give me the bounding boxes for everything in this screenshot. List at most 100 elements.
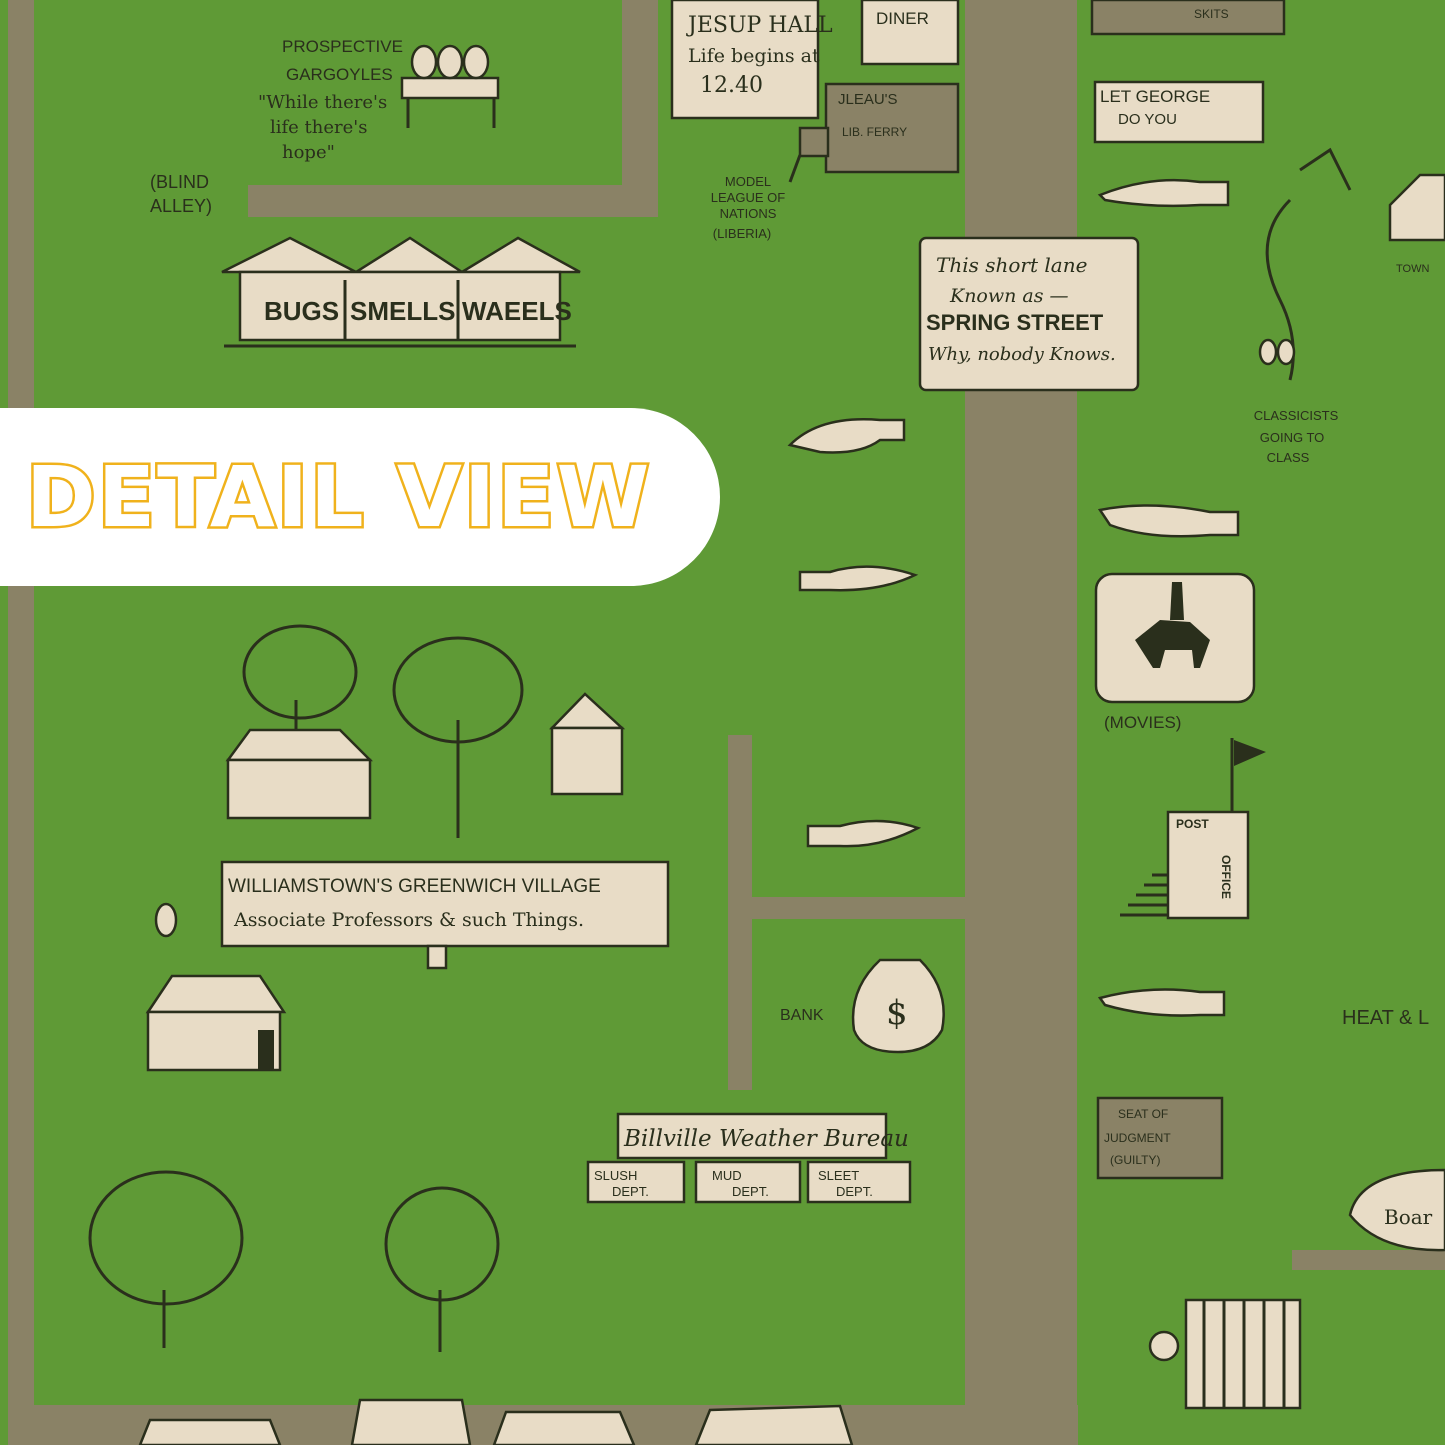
classicists-group: CLASSICISTS GOING TO CLASS xyxy=(1254,147,1352,465)
sleet-dept-line-2: DEPT. xyxy=(836,1184,873,1199)
jesup-hall-line-3: 12.40 xyxy=(700,73,763,98)
bank-label: BANK xyxy=(780,1007,824,1024)
movies-label: (MOVIES) xyxy=(1104,713,1181,732)
model-league-line-1: MODEL xyxy=(725,174,771,189)
alley-vertical xyxy=(622,0,658,215)
shop-smells: SMELLS xyxy=(350,296,455,326)
main-street xyxy=(965,0,1077,1445)
classicists-line-1: CLASSICISTS xyxy=(1254,408,1339,423)
post-office-line-1: POST xyxy=(1176,817,1209,831)
blind-alley-line-2: ALLEY) xyxy=(150,196,212,216)
house-icon xyxy=(225,728,374,820)
side-lane-horizontal xyxy=(728,897,968,919)
jesup-hall: JESUP HALL Life begins at 12.40 xyxy=(670,0,833,120)
cars-row xyxy=(138,1398,854,1445)
town-label: TOWN xyxy=(1396,263,1429,275)
shop-bugs: BUGS xyxy=(264,296,339,326)
right-edge-road xyxy=(1292,1250,1445,1270)
gargoyles-line-4: life there's xyxy=(270,117,367,138)
spring-street-line-2: Known as — xyxy=(949,285,1069,307)
shops-row: BUGS SMELLS WAEELS xyxy=(221,236,581,348)
town-building: TOWN xyxy=(1388,173,1445,275)
gargoyles-group: PROSPECTIVE GARGOYLES "While there's lif… xyxy=(258,37,500,163)
detail-view-label: DETAIL VIEW xyxy=(23,446,652,549)
classicists-line-3: CLASS xyxy=(1267,450,1310,465)
tree-icon-4 xyxy=(384,1186,500,1302)
tree-icon-3 xyxy=(88,1170,244,1306)
skits-building: SKITS xyxy=(1090,0,1286,36)
greenwich-line-2: Associate Professors & such Things. xyxy=(233,909,584,931)
tree-icon xyxy=(242,624,358,720)
judgment-line-3: (GUILTY) xyxy=(1110,1153,1160,1167)
gargoyles-line-1: PROSPECTIVE xyxy=(282,37,403,56)
hand-5 xyxy=(1097,178,1230,208)
model-league: MODEL LEAGUE OF NATIONS (LIBERIA) xyxy=(711,154,802,241)
jesup-hall-title: JESUP HALL xyxy=(686,13,833,38)
gargoyles-figures xyxy=(400,44,500,128)
skits-label: SKITS xyxy=(1194,7,1229,21)
diner-label: DINER xyxy=(876,9,929,28)
board-building: Boar xyxy=(1348,1168,1445,1252)
jleaus: JLEAU'S LIB. FERRY xyxy=(798,82,960,174)
board-label: Boar xyxy=(1384,1205,1433,1229)
gargoyles-line-3: "While there's xyxy=(258,92,387,113)
greenwich-line-1: WILLIAMSTOWN'S GREENWICH VILLAGE xyxy=(228,876,601,897)
jail xyxy=(1148,1298,1302,1410)
spring-street-line-4: Why, nobody Knows. xyxy=(928,344,1116,365)
car-icon-4 xyxy=(694,1404,854,1445)
sleet-dept-line-1: SLEET xyxy=(818,1168,859,1183)
left-road xyxy=(8,0,34,1445)
spring-street-sign: This short lane Known as — SPRING STREET… xyxy=(918,236,1140,392)
shop-wheels: WAEELS xyxy=(462,296,572,326)
judgment-line-1: SEAT OF xyxy=(1118,1107,1168,1121)
hand-6 xyxy=(1097,988,1226,1017)
judgment-line-2: JUDGMENT xyxy=(1104,1131,1171,1145)
jleaus-line-2: LIB. FERRY xyxy=(842,125,907,139)
detail-view-badge: DETAIL VIEW xyxy=(0,408,720,586)
movies: (MOVIES) xyxy=(1094,572,1256,732)
flag-icon xyxy=(1234,740,1266,766)
model-league-line-3: NATIONS xyxy=(720,206,777,221)
gargoyles-line-5: hope" xyxy=(282,142,335,163)
car-icon-1 xyxy=(138,1418,282,1445)
jesup-hall-line-2: Life begins at xyxy=(688,45,820,67)
blind-alley-line-1: (BLIND xyxy=(150,172,209,192)
tall-house-icon xyxy=(549,692,626,796)
car-icon-3 xyxy=(492,1410,636,1445)
post-office: POST OFFICE xyxy=(1120,738,1266,920)
slush-dept-line-2: DEPT. xyxy=(612,1184,649,1199)
dollar-sign: $ xyxy=(886,993,908,1033)
hand-3 xyxy=(798,565,919,592)
money-bag-icon xyxy=(851,958,945,1054)
classicists-line-2: GOING TO xyxy=(1260,430,1325,445)
spring-street-line-1: This short lane xyxy=(936,253,1087,277)
horse-rider-icon xyxy=(1135,582,1210,668)
bank: $ BANK xyxy=(780,958,945,1054)
seat-of-judgment: SEAT OF JUDGMENT (GUILTY) xyxy=(1096,1096,1224,1180)
hand-4 xyxy=(806,819,922,848)
blind-alley-road xyxy=(248,185,658,217)
hands xyxy=(787,178,1240,1017)
mud-dept-line-1: MUD xyxy=(712,1168,742,1183)
let-george-sign: LET GEORGE DO YOU xyxy=(1093,80,1265,144)
spring-street-line-3: SPRING STREET xyxy=(926,310,1104,335)
slush-dept-line-1: SLUSH xyxy=(594,1168,637,1183)
weather-bureau: Billville Weather Bureau SLUSH DEPT. MUD… xyxy=(586,1112,912,1204)
hand-1 xyxy=(787,418,906,454)
bottom-trees xyxy=(88,1170,500,1352)
hand-2 xyxy=(1097,504,1240,538)
model-league-line-2: LEAGUE OF xyxy=(711,190,785,205)
diner: DINER xyxy=(860,0,960,66)
let-george-line-1: LET GEORGE xyxy=(1100,87,1210,106)
post-office-line-2: OFFICE xyxy=(1219,855,1233,899)
gargoyles-line-2: GARGOYLES xyxy=(286,65,393,84)
village-scenery xyxy=(225,624,626,838)
let-george-line-2: DO YOU xyxy=(1118,111,1177,128)
small-house xyxy=(145,902,287,1072)
weather-bureau-title: Billville Weather Bureau xyxy=(623,1126,909,1152)
greenwich-sign: WILLIAMSTOWN'S GREENWICH VILLAGE Associa… xyxy=(220,860,670,970)
mud-dept-line-2: DEPT. xyxy=(732,1184,769,1199)
car-icon-2 xyxy=(350,1398,472,1445)
jleaus-line-1: JLEAU'S xyxy=(838,91,898,108)
